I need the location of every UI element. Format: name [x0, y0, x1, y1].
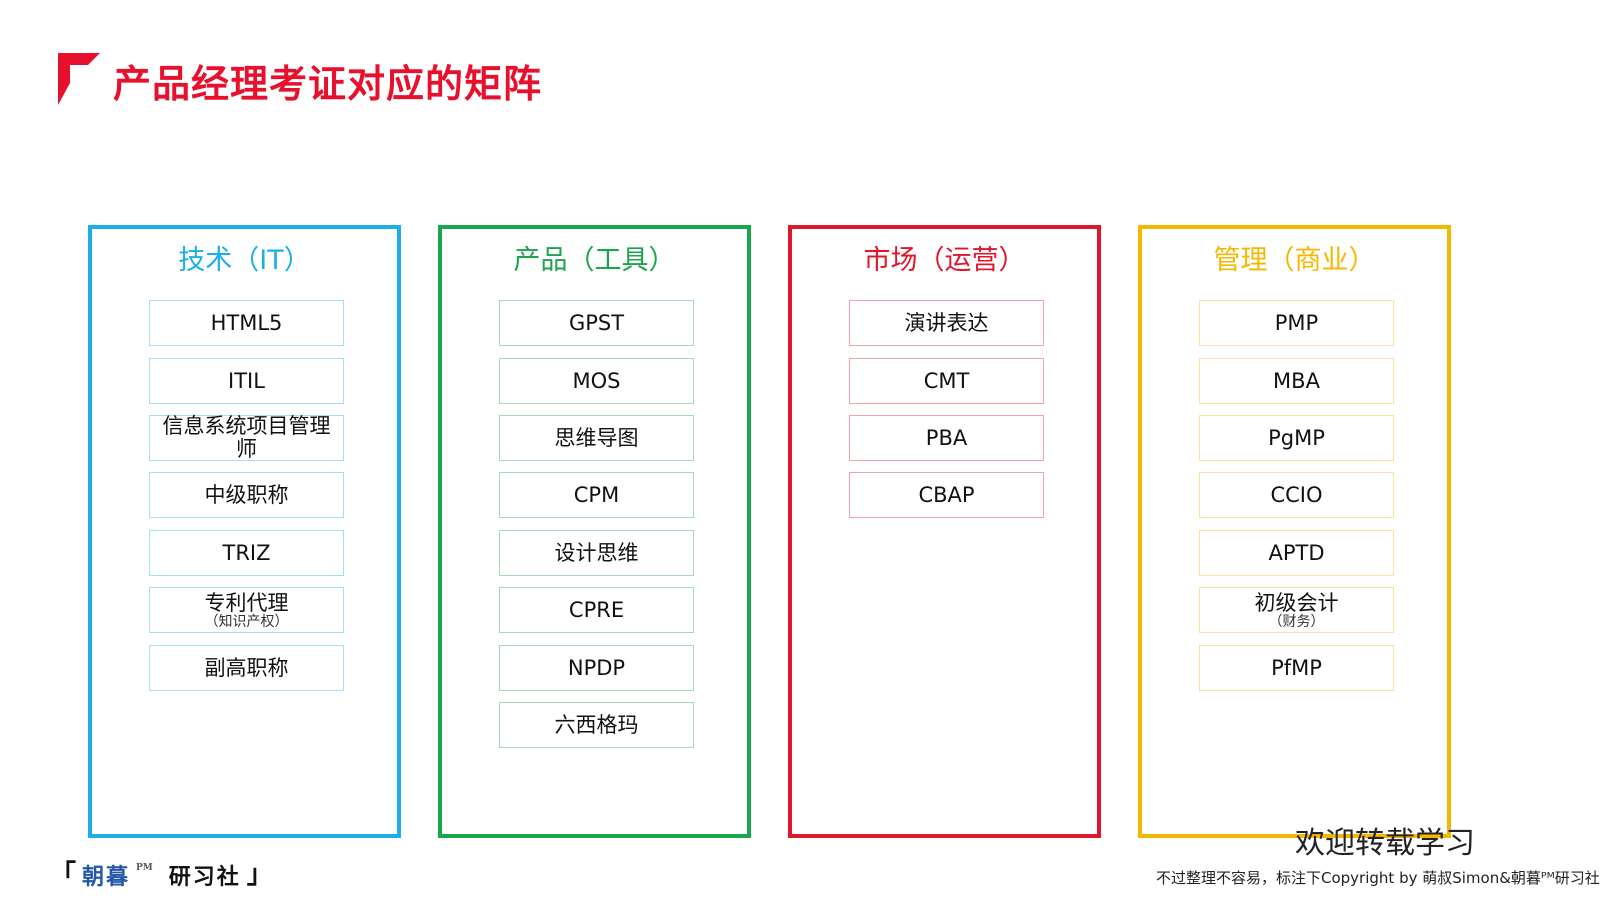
- certification-item: 设计思维: [499, 530, 694, 576]
- certification-item: HTML5: [149, 300, 344, 346]
- certification-label: 信息系统项目管理师: [162, 414, 331, 461]
- certification-item: GPST: [499, 300, 694, 346]
- certification-label: PMP: [1274, 311, 1319, 335]
- certification-item: 副高职称: [149, 645, 344, 691]
- certification-item: CPRE: [499, 587, 694, 633]
- certification-label: PBA: [925, 426, 968, 450]
- certification-label: TRIZ: [222, 541, 271, 565]
- certification-label: CMT: [923, 369, 970, 393]
- column-heading: 产品（工具）: [513, 245, 676, 276]
- certification-item: PMP: [1199, 300, 1394, 346]
- certification-label: CBAP: [918, 483, 975, 507]
- certification-label: GPST: [568, 311, 625, 335]
- title-accent-icon: [58, 53, 100, 105]
- certification-item: CBAP: [849, 472, 1044, 518]
- certification-label: 副高职称: [204, 656, 289, 680]
- certification-label: ITIL: [228, 369, 265, 393]
- certification-item: 初级会计（财务）: [1199, 587, 1394, 633]
- column-heading: 技术（IT）: [178, 245, 311, 276]
- certification-item: CCIO: [1199, 472, 1394, 518]
- certification-note: （财务）: [1268, 614, 1325, 630]
- page-title: 产品经理考证对应的矩阵: [113, 62, 543, 106]
- footer-logo: 「 朝暮 PM 研习社 」: [50, 858, 273, 892]
- certification-item: PBA: [849, 415, 1044, 461]
- certification-item: PfMP: [1199, 645, 1394, 691]
- certification-item: 思维导图: [499, 415, 694, 461]
- column-management-business: 管理（商业） PMP MBA PgMP CCIO APTD 初级会计（财务） PfMP: [1138, 225, 1451, 838]
- certification-label: 思维导图: [554, 426, 639, 450]
- certification-label: HTML5: [210, 311, 283, 335]
- certification-label: PgMP: [1268, 426, 1325, 450]
- certification-label: MOS: [572, 369, 621, 393]
- column-product-tools: 产品（工具） GPST MOS 思维导图 CPM 设计思维 CPRE NPDP 六西格玛: [438, 225, 751, 838]
- certification-label: CPM: [573, 483, 620, 507]
- certification-item: 中级职称: [149, 472, 344, 518]
- certification-item: 专利代理（知识产权）: [149, 587, 344, 633]
- column-heading: 市场（运营）: [863, 245, 1026, 276]
- logo-club: 研习社: [168, 864, 241, 890]
- certification-item: 演讲表达: [849, 300, 1044, 346]
- certification-item: CPM: [499, 472, 694, 518]
- certification-item: NPDP: [499, 645, 694, 691]
- certification-note: （知识产权）: [204, 614, 289, 630]
- logo-bracket-close-icon: 」: [246, 860, 273, 890]
- certification-label: 演讲表达: [904, 311, 989, 335]
- column-heading: 管理（商业）: [1213, 245, 1376, 276]
- certification-label: 专利代理: [204, 591, 289, 615]
- copyright-text: 不过整理不容易，标注下Copyright by 萌叔Simon&朝暮ᴾᴹ研习社: [1156, 869, 1600, 887]
- certification-item: APTD: [1199, 530, 1394, 576]
- certification-label: 初级会计: [1254, 591, 1339, 615]
- logo-pm: PM: [136, 863, 153, 873]
- certification-item: TRIZ: [149, 530, 344, 576]
- welcome-text: 欢迎转载学习: [1295, 826, 1475, 861]
- certification-item: 六西格玛: [499, 702, 694, 748]
- certification-item: CMT: [849, 358, 1044, 404]
- certification-label: APTD: [1268, 541, 1325, 565]
- certification-label: CCIO: [1270, 483, 1323, 507]
- certification-item: 信息系统项目管理师: [149, 415, 344, 461]
- certification-label: CPRE: [568, 598, 625, 622]
- logo-bracket-icon: 「: [50, 860, 77, 890]
- certification-label: MBA: [1273, 369, 1320, 393]
- certification-item: MBA: [1199, 358, 1394, 404]
- certification-item: ITIL: [149, 358, 344, 404]
- certification-label: PfMP: [1271, 656, 1322, 680]
- column-market-ops: 市场（运营） 演讲表达 CMT PBA CBAP: [788, 225, 1101, 838]
- certification-item: MOS: [499, 358, 694, 404]
- certification-label: NPDP: [567, 656, 626, 680]
- certification-label: 中级职称: [204, 483, 289, 507]
- logo-brand: 朝暮: [82, 864, 131, 890]
- certification-label: 六西格玛: [554, 713, 639, 737]
- certification-label: 设计思维: [554, 541, 639, 565]
- certification-item: PgMP: [1199, 415, 1394, 461]
